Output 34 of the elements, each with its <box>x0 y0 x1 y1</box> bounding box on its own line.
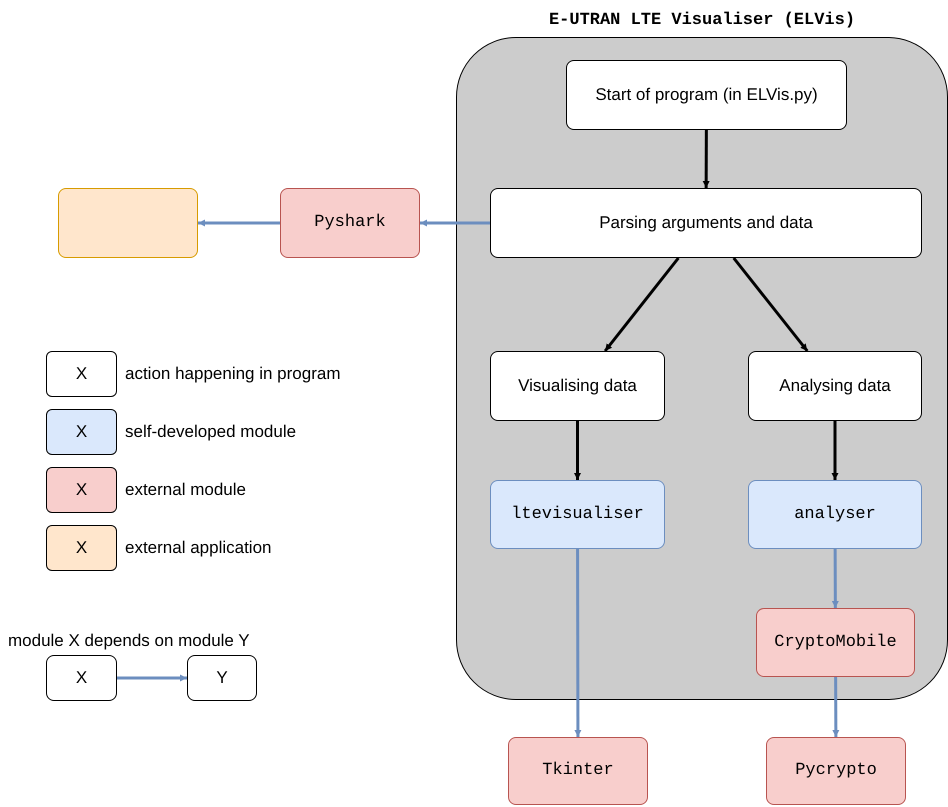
legend-swatch: X <box>46 525 117 571</box>
legend-swatch: X <box>46 467 117 513</box>
process-box: X <box>46 655 117 701</box>
legend-text: external application <box>125 537 272 560</box>
arrow <box>832 549 839 608</box>
arrow <box>420 220 490 226</box>
arrow <box>117 674 187 682</box>
box <box>58 188 198 258</box>
process-box: Start of program (in ELVis.py) <box>566 60 847 130</box>
module-box: ltevisualiser <box>490 480 665 549</box>
arrow <box>732 257 808 352</box>
legend-text: external module <box>125 479 246 502</box>
process-box: Parsing arguments and data <box>490 188 922 258</box>
module-box: Pyshark <box>280 188 420 258</box>
arrow <box>574 549 582 737</box>
process-box: Analysing data <box>748 351 922 421</box>
arrow <box>702 130 710 188</box>
legend-text: self-developed module <box>125 421 296 444</box>
legend-text: action happening in program <box>125 363 340 386</box>
process-box: Y <box>187 655 257 701</box>
process-box: Visualising data <box>490 351 665 421</box>
module-box: CryptoMobile <box>756 608 915 677</box>
arrow <box>198 220 280 226</box>
legend-note: module X depends on module Y <box>8 630 250 652</box>
arrow <box>832 677 840 738</box>
module-box: Tkinter <box>508 737 648 805</box>
module-box: analyser <box>748 480 922 549</box>
arrow <box>604 257 680 352</box>
legend-swatch: X <box>46 409 117 455</box>
arrow <box>574 421 581 480</box>
container-heading: E-UTRAN LTE Visualiser (ELVis) <box>548 10 856 32</box>
arrow <box>832 421 838 480</box>
module-box: Pycrypto <box>766 737 906 805</box>
legend-swatch: X <box>46 351 117 397</box>
